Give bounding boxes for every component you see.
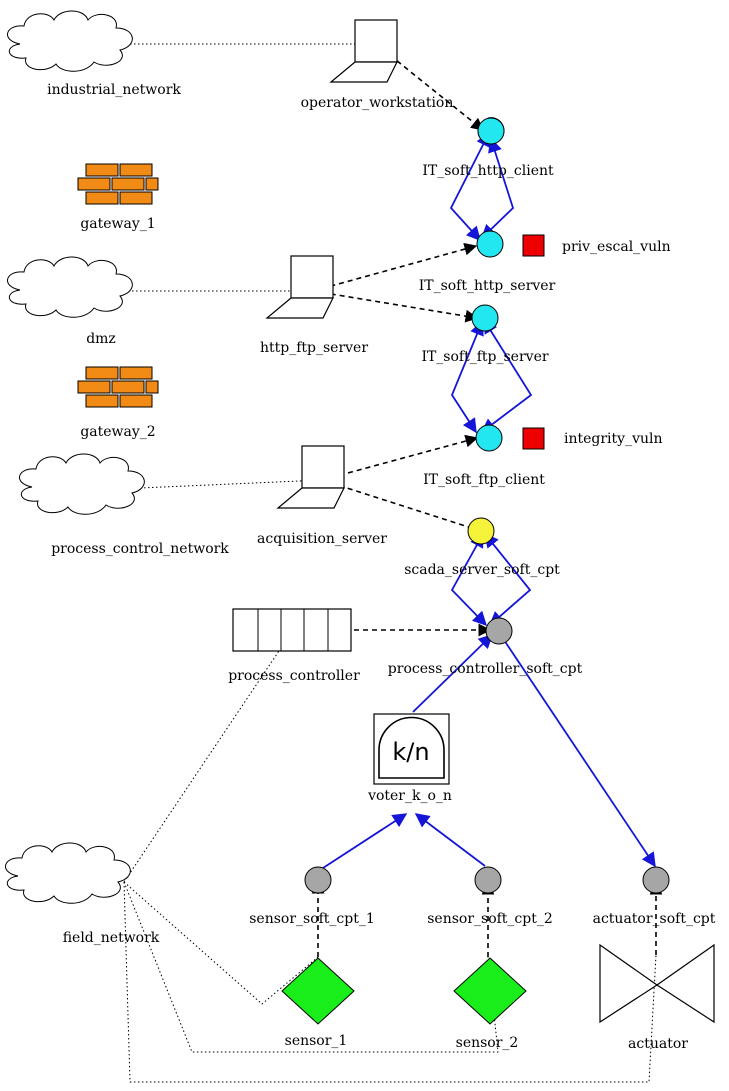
field-network-node[interactable]: field_network [5, 842, 160, 946]
gateway-1-label: gateway_1 [80, 216, 155, 232]
actuator-soft-cpt-node[interactable]: actuator_soft_cpt [593, 866, 716, 927]
industrial-network-label: industrial_network [47, 82, 181, 98]
vulnerability-square-icon [522, 427, 545, 450]
laptop-icon [330, 19, 398, 83]
sensor-soft-cpt-2-label: sensor_soft_cpt_2 [427, 911, 553, 927]
software-component-icon [485, 617, 513, 645]
link-acquisition-scada [321, 479, 483, 534]
physical-links [123, 43, 657, 1083]
link-field-network-actuator [123, 881, 657, 1083]
laptop-icon [266, 255, 334, 319]
dmz-label: dmz [86, 331, 116, 347]
gateway-2-node[interactable]: gateway_2 [77, 366, 159, 440]
software-component-icon [475, 424, 503, 452]
cloud-icon [5, 842, 131, 904]
industrial-network-node[interactable]: industrial_network [7, 10, 182, 98]
software-component-icon [467, 517, 495, 545]
process-controller-label: process_controller [228, 668, 360, 684]
sensor-soft-cpt-1-node[interactable]: sensor_soft_cpt_1 [249, 866, 375, 927]
it-soft-ftp-client-node[interactable]: IT_soft_ftp_client [423, 424, 545, 488]
valve-icon [599, 943, 659, 1024]
link-field-network-sensor-1 [123, 881, 319, 1005]
flow-ftp-server-client-right [480, 318, 533, 433]
flow-scada-controller-right [484, 532, 532, 626]
sensor-2-node[interactable]: sensor_2 [453, 957, 527, 1051]
voter-symbol: k/n [392, 738, 429, 766]
operator-workstation-node[interactable]: operator_workstation [301, 19, 454, 111]
link-process-control-network-acquisition-server [139, 479, 323, 489]
http-ftp-server-label: http_ftp_server [260, 340, 368, 356]
cloud-icon [7, 10, 133, 72]
link-server-http-server [312, 242, 478, 292]
http-ftp-server-node[interactable]: http_ftp_server [260, 255, 368, 356]
sensor-soft-cpt-1-label: sensor_soft_cpt_1 [249, 911, 375, 927]
laptop-icon [277, 445, 345, 509]
voter-k-o-n-label: voter_k_o_n [367, 788, 452, 804]
it-soft-http-client-label: IT_soft_http_client [422, 163, 554, 179]
integrity-vuln-label: integrity_vuln [564, 431, 663, 447]
sensor-2-label: sensor_2 [456, 1035, 519, 1051]
scada-server-soft-cpt-node[interactable]: scada_server_soft_cpt [404, 517, 560, 578]
acquisition-server-label: acquisition_server [257, 531, 387, 547]
field-network-label: field_network [63, 930, 160, 946]
flow-sensor1-voter [322, 813, 408, 869]
gateway-1-node[interactable]: gateway_1 [77, 163, 159, 232]
firewall-icon [77, 163, 159, 205]
process-controller-soft-cpt-label: process_controller_soft_cpt [388, 661, 583, 677]
scada-server-soft-cpt-label: scada_server_soft_cpt [404, 562, 560, 578]
voter-gate-icon [373, 713, 450, 785]
plc-rack-icon [232, 608, 352, 652]
process-controller-node[interactable]: process_controller [228, 608, 360, 684]
flow-sensor2-voter [414, 813, 486, 867]
actuator-node[interactable]: actuator [599, 943, 715, 1052]
software-component-icon [474, 866, 502, 894]
it-soft-http-server-node[interactable]: IT_soft_http_server [419, 230, 556, 294]
acquisition-server-node[interactable]: acquisition_server [257, 445, 387, 547]
hosting-links [311, 43, 663, 957]
flow-links [322, 131, 656, 869]
software-component-icon [471, 304, 499, 332]
voter-k-o-n-node[interactable]: k/n voter_k_o_n [367, 713, 452, 804]
process-controller-soft-cpt-node[interactable]: process_controller_soft_cpt [388, 617, 583, 677]
software-component-icon [477, 117, 505, 145]
link-server-ftp-server [312, 290, 479, 323]
process-control-network-node[interactable]: process_control_network [19, 453, 230, 557]
flow-controller-actuator [503, 639, 656, 868]
priv-escal-vuln-label: priv_escal_vuln [562, 239, 671, 255]
process-control-network-label: process_control_network [51, 541, 229, 557]
flow-http-client-server-left [449, 131, 490, 242]
sensor-1-node[interactable]: sensor_1 [281, 957, 355, 1049]
vulnerability-square-icon [522, 234, 545, 257]
flow-http-client-server-right [480, 137, 515, 240]
cloud-icon [7, 256, 133, 318]
valve-icon [655, 943, 715, 1024]
priv-escal-vuln-node[interactable]: priv_escal_vuln [522, 234, 671, 257]
actuator-soft-cpt-label: actuator_soft_cpt [593, 911, 716, 927]
gateway-2-label: gateway_2 [80, 424, 155, 440]
it-soft-http-server-label: IT_soft_http_server [419, 278, 556, 294]
actuator-label: actuator [628, 1036, 688, 1052]
it-soft-ftp-server-node[interactable]: IT_soft_ftp_server [421, 304, 549, 365]
sensor-1-label: sensor_1 [285, 1033, 348, 1049]
cloud-icon [19, 453, 145, 515]
it-soft-ftp-server-label: IT_soft_ftp_server [421, 349, 548, 365]
link-field-network-process-controller [123, 629, 345, 883]
software-component-icon [476, 230, 504, 258]
flow-ftp-server-client-left [450, 320, 484, 434]
software-component-icon [642, 866, 670, 894]
operator-workstation-label: operator_workstation [301, 95, 454, 111]
it-soft-ftp-client-label: IT_soft_ftp_client [423, 472, 545, 488]
sensor-diamond-icon [281, 957, 355, 1025]
integrity-vuln-node[interactable]: integrity_vuln [522, 427, 663, 450]
sensor-soft-cpt-2-node[interactable]: sensor_soft_cpt_2 [427, 866, 553, 927]
firewall-icon [77, 366, 159, 408]
flow-scada-controller-left [450, 532, 488, 627]
sensor-diamond-icon [453, 957, 527, 1025]
dmz-node[interactable]: dmz [7, 256, 133, 347]
flow-voter-controller [412, 633, 494, 713]
it-soft-http-client-node[interactable]: IT_soft_http_client [422, 117, 554, 179]
software-component-icon [304, 866, 332, 894]
